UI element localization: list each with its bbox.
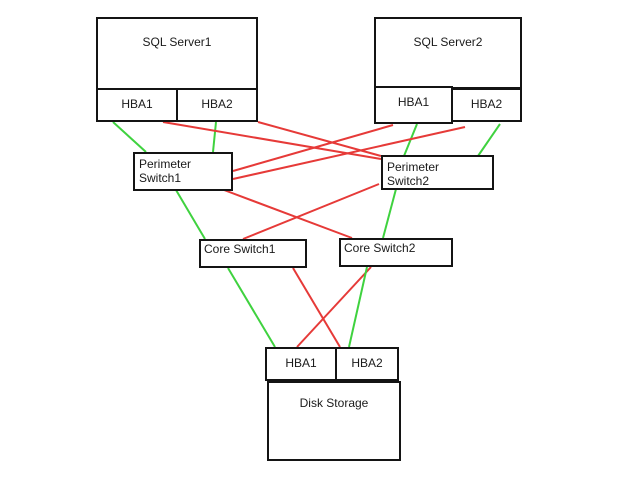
sql-server1-hba2-label: HBA2 (201, 97, 233, 111)
link-core-switch2-to-disk-storage-hba1 (296, 266, 372, 348)
sql-server1-label: SQL Server1 (142, 35, 212, 49)
sql-server1-hba1-label: HBA1 (121, 97, 153, 111)
sql-server2-hba2-label: HBA2 (470, 97, 503, 111)
node-sql-server2: SQL Server2 (374, 17, 522, 89)
node-sql-server1-hba2: HBA2 (176, 88, 258, 122)
node-core-switch2: Core Switch2 (339, 238, 453, 267)
link-sql-server2-hba2-to-perimeter-switch1 (232, 126, 466, 180)
link-sql-server2-hba2-to-perimeter-switch2 (477, 123, 501, 157)
link-core-switch2-to-disk-storage-hba2 (348, 266, 368, 348)
disk-storage-label: Disk Storage (299, 396, 369, 410)
node-sql-server2-hba2: HBA2 (451, 88, 522, 122)
disk-storage-hba2-label: HBA2 (351, 356, 383, 370)
perimeter-switch2-label-line1: Perimeter (387, 160, 440, 174)
perimeter-switch2-label-line2: Switch2 (387, 174, 430, 188)
node-sql-server1: SQL Server1 (96, 17, 258, 90)
perimeter-switch1-label-line1: Perimeter (139, 157, 192, 171)
link-core-switch1-to-disk-storage-hba1 (227, 267, 276, 348)
node-disk-storage-hba1: HBA1 (265, 347, 337, 381)
perimeter-switch1-label-line2: Switch1 (139, 171, 182, 185)
node-core-switch1: Core Switch1 (199, 239, 307, 268)
link-perimeter-switch2-to-core-switch1 (242, 183, 380, 240)
link-sql-server1-hba1-to-perimeter-switch1 (112, 121, 147, 153)
core-switch1-label: Core Switch1 (204, 242, 276, 256)
link-sql-server1-hba1-to-perimeter-switch2 (162, 121, 382, 160)
sql-server2-label: SQL Server2 (413, 35, 483, 49)
link-perimeter-switch1-to-core-switch2 (223, 189, 353, 239)
disk-storage-hba1-label: HBA1 (285, 356, 317, 370)
link-sql-server2-hba1-to-perimeter-switch1 (232, 124, 394, 172)
node-disk-storage: Disk Storage (267, 381, 401, 461)
link-perimeter-switch2-to-core-switch2 (382, 188, 397, 239)
link-core-switch1-to-disk-storage-hba2 (292, 267, 341, 348)
core-switch2-label: Core Switch2 (344, 241, 416, 255)
link-perimeter-switch1-to-core-switch1 (175, 189, 206, 240)
node-sql-server1-hba1: HBA1 (96, 88, 178, 122)
node-perimeter-switch2: Perimeter Switch2 (381, 155, 494, 190)
sql-server2-hba1-label: HBA1 (397, 95, 430, 109)
link-sql-server1-hba2-to-perimeter-switch1 (212, 121, 217, 153)
node-perimeter-switch1: Perimeter Switch1 (133, 152, 233, 191)
node-disk-storage-hba2: HBA2 (335, 347, 399, 381)
node-sql-server2-hba1: HBA1 (374, 86, 453, 124)
